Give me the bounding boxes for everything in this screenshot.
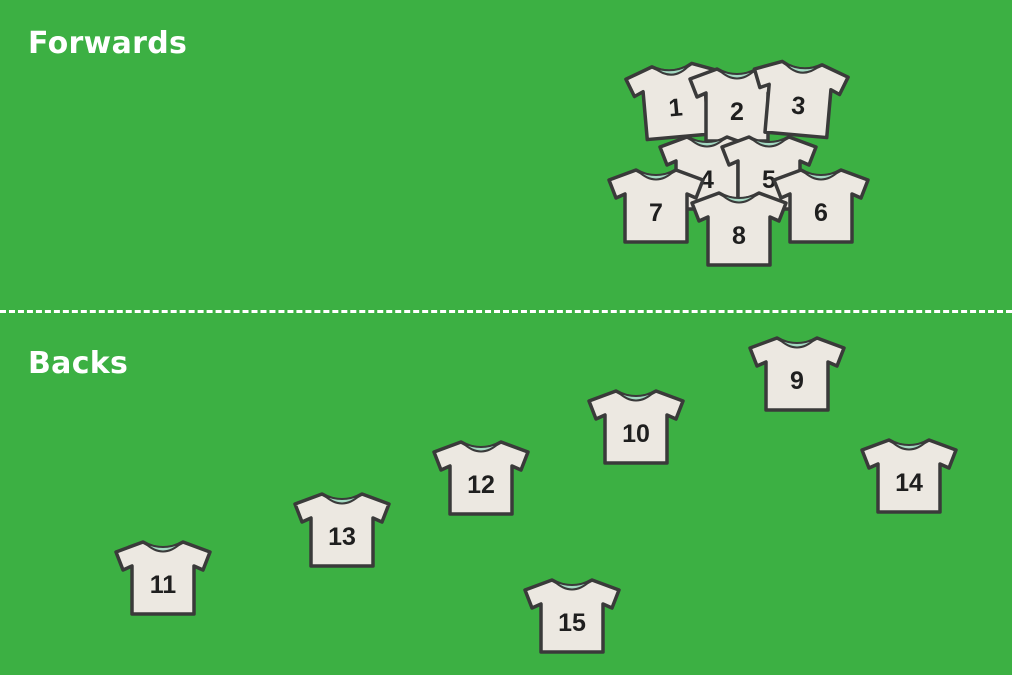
shirt-11-icon: 11 (111, 538, 215, 618)
shirt-12-icon: 12 (429, 438, 533, 518)
shirt-number: 9 (790, 367, 804, 395)
divider-line (0, 310, 1012, 313)
shirt-10-icon: 10 (584, 387, 688, 467)
shirt-number: 15 (558, 609, 586, 637)
shirt-7-icon: 7 (604, 166, 708, 246)
shirt-number: 12 (467, 471, 495, 499)
shirt-number: 7 (649, 199, 663, 227)
shirt-number: 6 (814, 199, 828, 227)
shirt-number: 8 (732, 222, 746, 250)
shirt-3-icon: 3 (744, 55, 855, 144)
shirt-8-icon: 8 (687, 189, 791, 269)
shirt-9-icon: 9 (745, 334, 849, 414)
shirt-number: 13 (328, 523, 356, 551)
shirt-14-icon: 14 (857, 436, 961, 516)
shirt-number: 5 (762, 166, 776, 194)
shirt-15-icon: 15 (520, 576, 624, 656)
shirt-13-icon: 13 (290, 490, 394, 570)
shirt-6-icon: 6 (769, 166, 873, 246)
shirt-number: 2 (730, 98, 744, 126)
shirt-number: 10 (622, 420, 650, 448)
shirt-number: 4 (700, 166, 714, 194)
forwards-heading: Forwards (28, 26, 188, 61)
shirt-number: 11 (149, 571, 177, 599)
shirt-number: 14 (895, 469, 923, 497)
backs-heading: Backs (28, 346, 129, 381)
